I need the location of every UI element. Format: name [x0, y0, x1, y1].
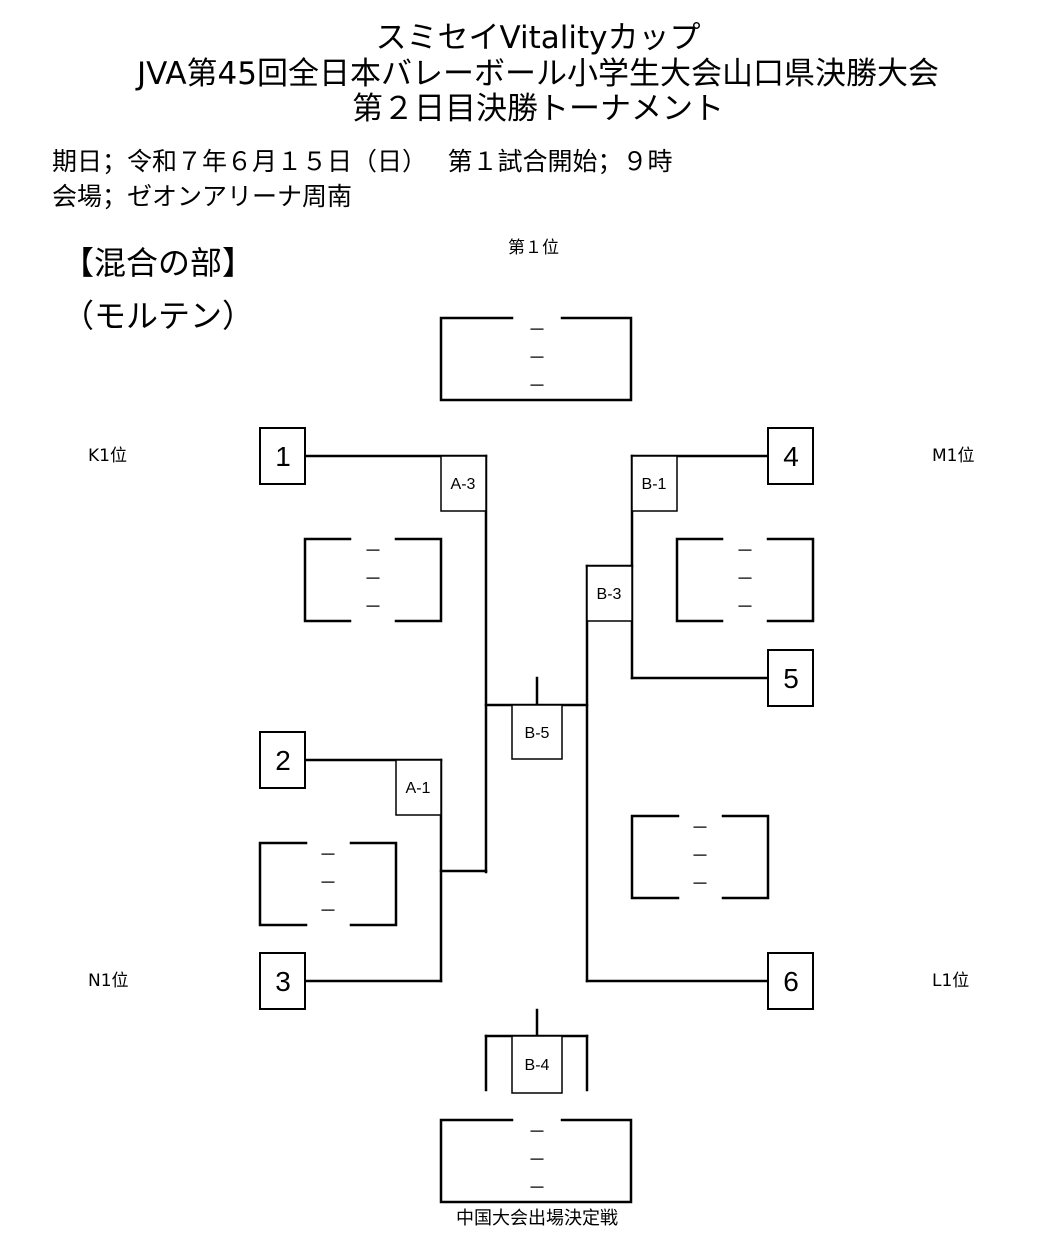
match-box-b3	[586, 565, 633, 622]
seed-number-3: 3	[275, 966, 291, 997]
score-dash: －	[319, 901, 337, 922]
qualifier-label-seed-3: N1位	[88, 971, 129, 991]
seed-number-2: 2	[275, 745, 291, 776]
seed-box-4	[767, 427, 814, 485]
match-id-a1: A-1	[406, 780, 431, 797]
score-dash: －	[528, 1122, 546, 1143]
score-dash: －	[736, 569, 754, 590]
seed-box-5	[767, 649, 814, 707]
first-place-score-box	[439, 316, 633, 402]
match-id-b3: B-3	[597, 586, 622, 603]
score-dash: －	[528, 1178, 546, 1199]
event-date: 期日；令和７年６月１５日（日） 第１試合開始；９時	[52, 147, 673, 176]
match-box-b1	[631, 455, 678, 512]
seed-box-6	[767, 952, 814, 1010]
match-id-b4: B-4	[525, 1057, 550, 1074]
score-dash: －	[691, 846, 709, 867]
seed-box-3	[259, 952, 306, 1010]
score-dash: －	[364, 541, 382, 562]
seed-number-5: 5	[783, 663, 799, 694]
first-place-label: 第１位	[508, 238, 559, 258]
qualifier-label-seed-4: M1位	[932, 446, 975, 466]
match-id-b5: B-5	[525, 725, 550, 742]
seed-number-1: 1	[275, 441, 291, 472]
match-box-a3	[440, 455, 487, 512]
score-dash: －	[364, 569, 382, 590]
score-dash: －	[736, 597, 754, 618]
qualifier-label-seed-1: K1位	[88, 446, 127, 466]
score-dash: －	[691, 874, 709, 895]
seed-number-4: 4	[783, 441, 799, 472]
score-box-b3	[675, 537, 815, 623]
match-id-a3: A-3	[451, 476, 476, 493]
score-dash: －	[364, 597, 382, 618]
division-name: 【混合の部】	[62, 244, 255, 282]
seed-number-6: 6	[783, 966, 799, 997]
score-box-a3	[303, 537, 443, 623]
score-dash: －	[528, 376, 546, 397]
score-dash: －	[691, 818, 709, 839]
title-line-2: JVA第45回全日本バレーボール小学生大会山口県決勝大会	[136, 56, 940, 92]
seed-box-1	[259, 427, 306, 485]
score-dash: －	[528, 348, 546, 369]
match-box-b4	[511, 1035, 563, 1094]
score-dash: －	[736, 541, 754, 562]
chugoku-score-box	[439, 1118, 633, 1204]
seed-box-2	[259, 731, 306, 789]
score-dash: －	[319, 845, 337, 866]
match-id-b1: B-1	[642, 476, 667, 493]
score-box-a1	[258, 841, 398, 927]
score-dash: －	[528, 320, 546, 341]
match-box-a1	[395, 759, 442, 816]
score-dash: －	[319, 873, 337, 894]
chugoku-qualifier-label: 中国大会出場決定戦	[456, 1208, 618, 1229]
title-line-3: 第２日目決勝トーナメント	[352, 91, 724, 127]
title-line-1: スミセイVitalityカップ	[375, 20, 701, 56]
match-box-b5	[511, 704, 563, 760]
qualifier-label-seed-6: L1位	[932, 971, 970, 991]
event-venue: 会場；ゼオンアリーナ周南	[52, 182, 353, 211]
division-ball: （モルテン）	[62, 297, 255, 335]
score-box-b1	[630, 814, 770, 900]
score-dash: －	[528, 1150, 546, 1171]
